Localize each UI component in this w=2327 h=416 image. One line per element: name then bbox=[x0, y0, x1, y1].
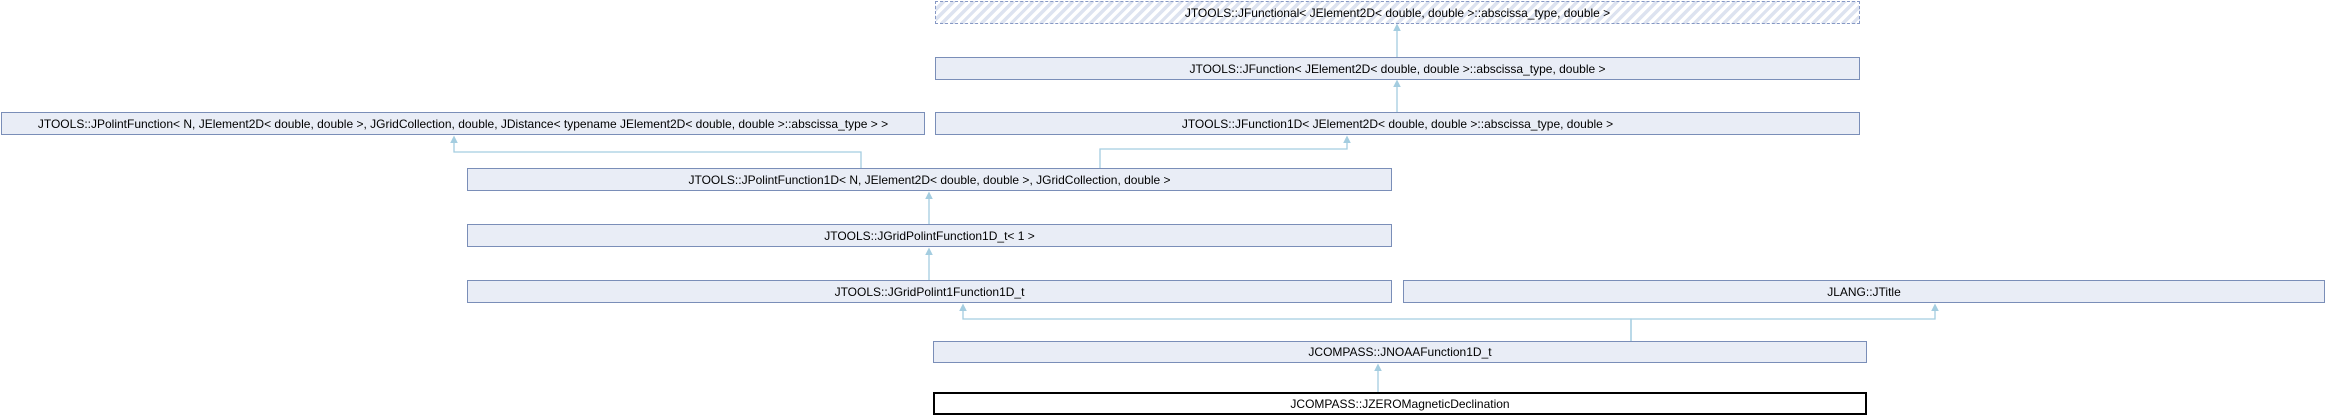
class-node-jzeromagneticdeclination: JCOMPASS::JZEROMagneticDeclination bbox=[933, 392, 1867, 415]
inheritance-arrow bbox=[1393, 23, 1401, 57]
class-node-label: JTOOLS::JFunction< JElement2D< double, d… bbox=[1189, 61, 1606, 76]
class-node-jnoaafunction1d-t[interactable]: JCOMPASS::JNOAAFunction1D_t bbox=[933, 341, 1867, 363]
inheritance-arrow bbox=[450, 135, 862, 168]
class-node-jfunctional: JTOOLS::JFunctional< JElement2D< double,… bbox=[935, 1, 1860, 24]
class-node-jgridpolint1function1d-t[interactable]: JTOOLS::JGridPolint1Function1D_t bbox=[467, 280, 1392, 303]
class-node-label: JTOOLS::JGridPolint1Function1D_t bbox=[834, 284, 1025, 299]
class-node-label: JTOOLS::JFunctional< JElement2D< double,… bbox=[1184, 5, 1611, 20]
inheritance-arrow bbox=[1630, 303, 1939, 341]
class-node-jpolintfunction[interactable]: JTOOLS::JPolintFunction< N, JElement2D< … bbox=[1, 112, 925, 135]
class-node-label: JTOOLS::JFunction1D< JElement2D< double,… bbox=[1181, 116, 1614, 131]
inheritance-arrow bbox=[925, 247, 933, 280]
class-node-label: JTOOLS::JPolintFunction< N, JElement2D< … bbox=[37, 116, 889, 131]
class-node-label: JCOMPASS::JZEROMagneticDeclination bbox=[1290, 396, 1510, 411]
inheritance-arrow bbox=[1393, 79, 1401, 112]
class-node-jfunction1d[interactable]: JTOOLS::JFunction1D< JElement2D< double,… bbox=[935, 112, 1860, 135]
inheritance-arrow bbox=[1374, 363, 1382, 392]
class-node-label: JTOOLS::JGridPolintFunction1D_t< 1 > bbox=[824, 228, 1035, 243]
class-node-jfunction[interactable]: JTOOLS::JFunction< JElement2D< double, d… bbox=[935, 57, 1860, 80]
class-node-label: JLANG::JTitle bbox=[1827, 284, 1901, 299]
class-node-label: JCOMPASS::JNOAAFunction1D_t bbox=[1308, 345, 1492, 359]
class-node-jpolintfunction1d[interactable]: JTOOLS::JPolintFunction1D< N, JElement2D… bbox=[467, 168, 1392, 191]
inheritance-arrow bbox=[959, 303, 1632, 341]
class-node-jgridpolintfunction1d-t[interactable]: JTOOLS::JGridPolintFunction1D_t< 1 > bbox=[467, 224, 1392, 247]
inheritance-arrow bbox=[925, 191, 933, 224]
class-node-jtitle[interactable]: JLANG::JTitle bbox=[1403, 280, 2325, 303]
inheritance-arrow bbox=[1099, 135, 1351, 168]
class-node-label: JTOOLS::JPolintFunction1D< N, JElement2D… bbox=[688, 172, 1171, 187]
